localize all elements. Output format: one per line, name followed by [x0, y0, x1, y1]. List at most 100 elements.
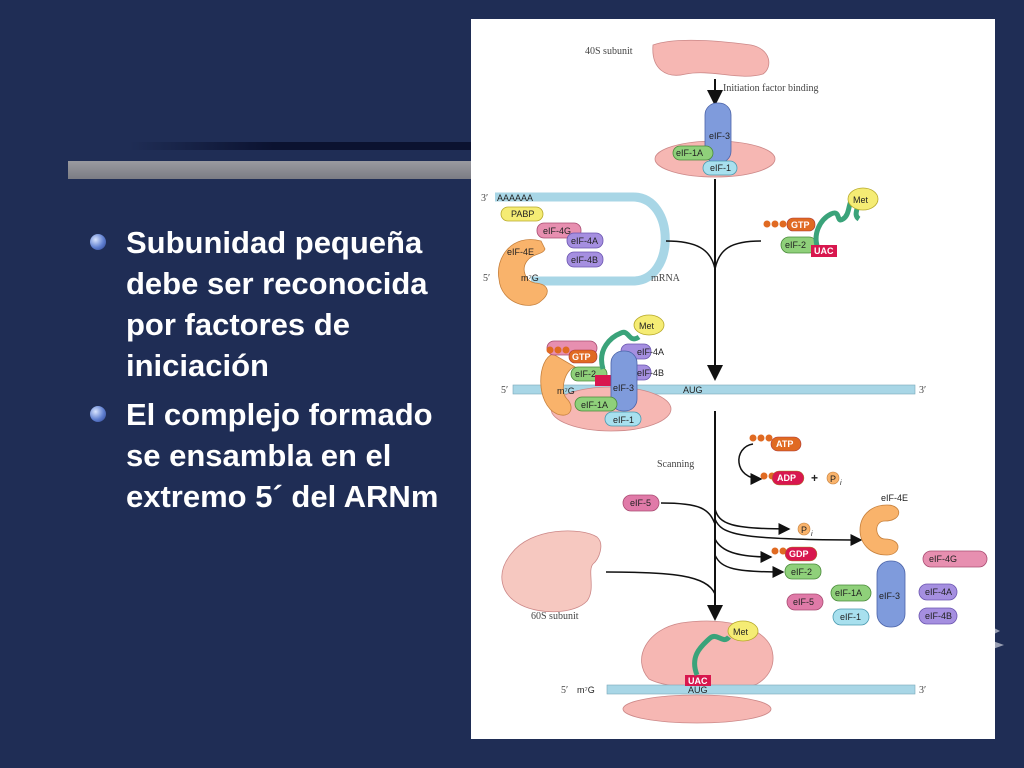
- gtp-label: GTP: [572, 352, 591, 362]
- met-shape: [633, 314, 665, 336]
- eif3-label: eIF-3: [709, 131, 730, 141]
- gdp-shape: [784, 546, 818, 562]
- atp-shape: [770, 436, 802, 452]
- eif1a-label: eIF-1A: [676, 148, 703, 158]
- label-3prime: 3′: [919, 685, 926, 696]
- aug-label: AUG: [683, 385, 703, 395]
- trna-shape: [692, 633, 731, 676]
- decor-bar-light: [68, 161, 488, 179]
- atp-hydrolysis-arrow: [738, 443, 763, 485]
- label-scanning: Scanning: [657, 459, 694, 470]
- cap-label: m⁷G: [557, 386, 575, 396]
- met-label: Met: [853, 195, 869, 205]
- label-initiation-factor-binding: Initiation factor binding: [723, 83, 819, 94]
- subunit-40s-shape: [652, 39, 770, 77]
- eif5-label: eIF-5: [630, 498, 651, 508]
- decor-triangle: [990, 626, 1000, 636]
- join-arrow: [605, 571, 716, 595]
- join-arrow: [714, 240, 762, 270]
- mrna-label: mRNA: [651, 273, 681, 284]
- phosphate-icon: [546, 346, 554, 354]
- eif4e-shape: [859, 504, 900, 556]
- subunit-40s-shape: [622, 694, 772, 724]
- phosphate-icon: [749, 434, 757, 442]
- eif4e-shape: [540, 353, 577, 416]
- anticodon-shape: [811, 245, 837, 257]
- eif1a-shape: [574, 396, 618, 412]
- phosphate-icon: [760, 472, 768, 480]
- eif1-label: eIF-1: [710, 163, 731, 173]
- pabp-shape: [500, 206, 544, 222]
- gtp-shape: [786, 217, 816, 232]
- gdp-label: GDP: [789, 549, 809, 559]
- label-3prime: 3′: [481, 193, 488, 204]
- bullet-list: Subunidad pequeña debe ser reconocida po…: [90, 222, 460, 525]
- eif4e-label: eIF-4E: [507, 247, 534, 257]
- label-5prime: 5′: [561, 685, 568, 696]
- decor-triangle: [990, 640, 1004, 650]
- met-shape: [727, 620, 759, 642]
- eif4a-shape: [566, 232, 604, 249]
- pabp-label: PABP: [511, 209, 534, 219]
- label-40s-subunit: 40S subunit: [585, 46, 633, 57]
- trna-shape: [599, 329, 641, 370]
- eif4a-label: eIF-4A: [637, 347, 664, 357]
- bullet-icon: [90, 406, 106, 422]
- bullet-icon: [90, 234, 106, 250]
- eif1-shape: [702, 160, 738, 176]
- eif4g-label: eIF-4G: [929, 554, 957, 564]
- eif3-shape: [876, 560, 906, 628]
- bullet-text: Subunidad pequeña debe ser reconocida po…: [126, 225, 428, 383]
- phosphate-icon: [763, 220, 771, 228]
- pi-label: P: [801, 525, 807, 535]
- diagram-panel: 40S subunit Initiation factor binding eI…: [471, 19, 995, 739]
- join-arrow: [665, 240, 716, 270]
- eif1a-label: eIF-1A: [581, 400, 608, 410]
- release-arrow: [714, 508, 791, 535]
- met-shape: [847, 187, 879, 211]
- decor-bar-dark: [130, 142, 490, 150]
- eif4e-shape: [497, 239, 548, 306]
- plus-sign: +: [811, 471, 818, 485]
- subunit-60s-shape: [501, 530, 602, 613]
- uac-label: UAC: [814, 246, 834, 256]
- anticodon-shape: [595, 375, 613, 386]
- eif1a-label: eIF-1A: [835, 588, 862, 598]
- bullet-item: El complejo formado se ensambla en el ex…: [90, 394, 460, 517]
- pi-subscript: i: [811, 531, 813, 538]
- phosphate-icon: [765, 434, 773, 442]
- eif2-shape: [784, 563, 822, 580]
- pi-shape: [826, 471, 840, 485]
- pi-label: P: [830, 474, 836, 484]
- eif2-label: eIF-2: [791, 567, 812, 577]
- label-3prime: 3′: [919, 385, 926, 396]
- eif1-label: eIF-1: [840, 612, 861, 622]
- bullet-item: Subunidad pequeña debe ser reconocida po…: [90, 222, 460, 386]
- eif1a-shape: [672, 145, 714, 161]
- phosphate-icon: [757, 434, 765, 442]
- eif4b-label: eIF-4B: [925, 611, 952, 621]
- eif3-label: eIF-3: [879, 591, 900, 601]
- release-arrow: [714, 518, 863, 546]
- bullet-text: El complejo formado se ensambla en el ex…: [126, 397, 439, 514]
- phosphate-icon: [771, 547, 779, 555]
- phosphate-icon: [554, 346, 562, 354]
- uac-label: UAC: [688, 676, 708, 686]
- anticodon-shape: [685, 675, 711, 686]
- adp-shape: [771, 470, 805, 486]
- cap-label: m⁷G: [577, 685, 595, 695]
- met-label: Met: [733, 627, 749, 637]
- release-arrow: [714, 538, 773, 563]
- eif4b-label: eIF-4B: [637, 368, 664, 378]
- eif5-shape: [786, 593, 824, 611]
- eif3-shape: [610, 350, 638, 412]
- eif4b-label: eIF-4B: [571, 255, 598, 265]
- eif5-label: eIF-5: [793, 597, 814, 607]
- atp-label: ATP: [776, 439, 793, 449]
- eif4g-label: eIF-4G: [543, 226, 571, 236]
- eif4a-label: eIF-4A: [925, 587, 952, 597]
- mrna-strand: [495, 192, 670, 286]
- label-5prime: 5′: [483, 273, 490, 284]
- phosphate-icon: [779, 547, 787, 555]
- eif4b-shape: [918, 607, 958, 625]
